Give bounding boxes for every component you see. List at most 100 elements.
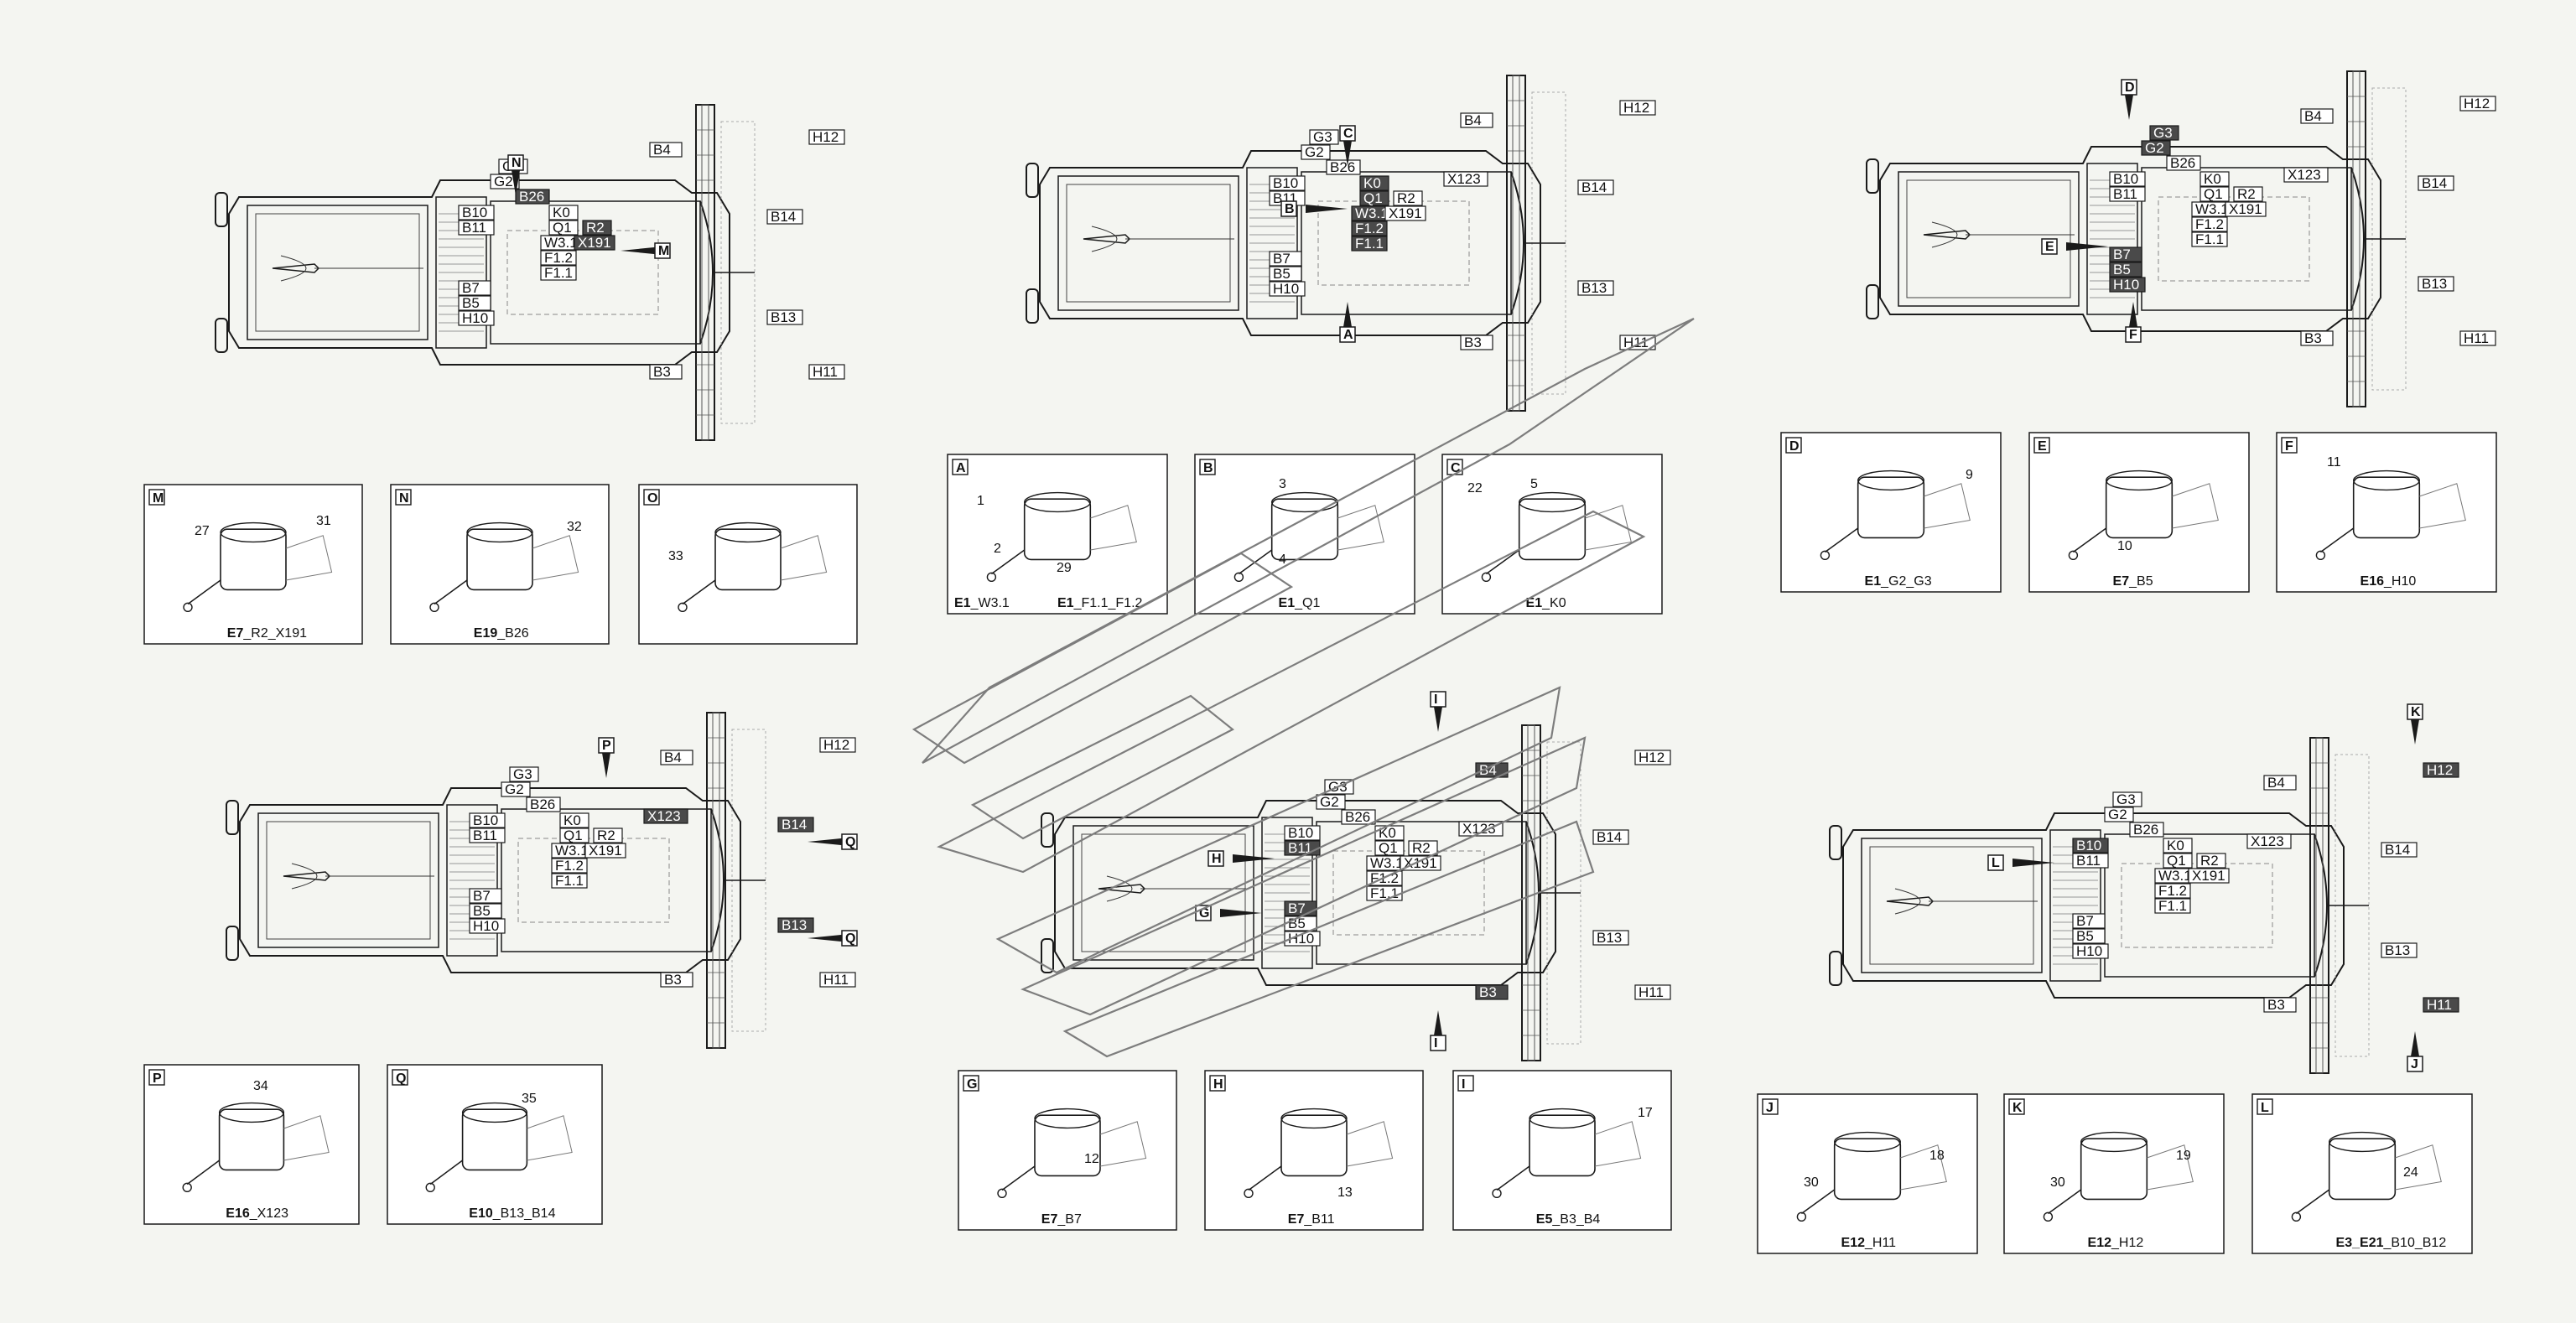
component-label-h12[interactable]: H12 (1619, 100, 1656, 116)
component-label-f1-1[interactable]: F1.1 (1366, 885, 1403, 901)
component-label-x191[interactable]: X191 (2188, 868, 2230, 884)
component-label-g2[interactable]: G2 (490, 174, 520, 189)
component-label-b3[interactable]: B3 (1460, 335, 1493, 350)
component-label-h11[interactable]: H11 (808, 364, 845, 380)
component-label-b26[interactable]: B26 (526, 796, 561, 812)
component-label-f1-1[interactable]: F1.1 (1351, 236, 1388, 252)
component-label-f1-2[interactable]: F1.2 (551, 858, 588, 874)
component-label-h12[interactable]: H12 (1634, 750, 1671, 765)
component-label-x123[interactable]: X123 (643, 808, 688, 824)
callout-h[interactable]: H (1208, 850, 1275, 867)
component-label-b11[interactable]: B11 (2109, 186, 2146, 202)
component-label-b5[interactable]: B5 (2109, 262, 2142, 278)
component-label-b26[interactable]: B26 (1326, 159, 1361, 175)
callout-n[interactable]: N (507, 154, 524, 195)
component-label-b4[interactable]: B4 (2300, 108, 2334, 124)
component-label-f1-1[interactable]: F1.1 (540, 265, 577, 281)
callout-l[interactable]: L (1987, 854, 2054, 871)
component-label-b10[interactable]: B10 (2109, 171, 2146, 187)
component-label-g2[interactable]: G2 (1316, 794, 1346, 810)
component-label-g3[interactable]: G3 (1309, 129, 1339, 145)
component-label-k0[interactable]: K0 (559, 812, 589, 828)
component-label-r2[interactable]: R2 (2196, 853, 2226, 869)
component-label-w3-1[interactable]: W3.1 (2191, 201, 2230, 217)
component-label-x191[interactable]: X191 (584, 843, 626, 859)
component-label-b5[interactable]: B5 (1284, 916, 1317, 931)
component-label-h11[interactable]: H11 (2423, 997, 2459, 1013)
component-label-h10[interactable]: H10 (2109, 277, 2146, 293)
component-label-q1[interactable]: Q1 (1359, 190, 1389, 206)
callout-q[interactable]: Q (808, 833, 858, 850)
component-label-b3[interactable]: B3 (2263, 997, 2297, 1013)
component-label-b13[interactable]: B13 (2418, 276, 2454, 292)
component-label-b14[interactable]: B14 (766, 209, 803, 225)
component-label-b4[interactable]: B4 (1475, 762, 1509, 778)
callout-m[interactable]: M (621, 242, 671, 259)
component-label-b7[interactable]: B7 (458, 280, 491, 296)
component-label-f1-1[interactable]: F1.1 (2191, 231, 2228, 247)
component-label-r2[interactable]: R2 (593, 828, 623, 843)
component-label-h12[interactable]: H12 (2459, 96, 2496, 112)
component-label-k0[interactable]: K0 (2163, 838, 2193, 853)
component-label-x123[interactable]: X123 (1458, 821, 1504, 837)
component-label-h11[interactable]: H11 (2459, 330, 2496, 346)
component-label-b26[interactable]: B26 (2129, 822, 2164, 838)
component-label-h10[interactable]: H10 (2072, 943, 2109, 959)
callout-c[interactable]: C (1339, 125, 1356, 166)
component-label-b4[interactable]: B4 (2263, 775, 2297, 791)
component-label-q1[interactable]: Q1 (559, 828, 589, 843)
component-label-k0[interactable]: K0 (2199, 171, 2230, 187)
component-label-b5[interactable]: B5 (1269, 266, 1302, 282)
component-label-x191[interactable]: X191 (1400, 855, 1441, 871)
component-label-x191[interactable]: X191 (1384, 205, 1426, 221)
callout-f[interactable]: F (2125, 302, 2142, 343)
component-label-b13[interactable]: B13 (777, 917, 814, 933)
component-label-h12[interactable]: H12 (2423, 762, 2459, 778)
component-label-g2[interactable]: G2 (501, 781, 531, 797)
component-label-b7[interactable]: B7 (1269, 251, 1302, 267)
component-label-w3-1[interactable]: W3.1 (1366, 855, 1405, 871)
component-label-g2[interactable]: G2 (2141, 140, 2171, 156)
component-label-g3[interactable]: G3 (509, 766, 539, 782)
component-label-b4[interactable]: B4 (1460, 112, 1493, 128)
component-label-b13[interactable]: B13 (2381, 942, 2418, 958)
component-label-b5[interactable]: B5 (458, 295, 491, 311)
component-label-h10[interactable]: H10 (469, 918, 506, 934)
callout-j[interactable]: J (2407, 1031, 2423, 1072)
component-label-w3-1[interactable]: W3.1 (540, 235, 579, 251)
component-label-f1-1[interactable]: F1.1 (551, 873, 588, 889)
component-label-w3-1[interactable]: W3.1 (551, 843, 589, 859)
callout-k[interactable]: K (2407, 703, 2423, 745)
component-label-h10[interactable]: H10 (1269, 281, 1306, 297)
component-label-b11[interactable]: B11 (1284, 840, 1321, 856)
component-label-x123[interactable]: X123 (1443, 171, 1488, 187)
component-label-w3-1[interactable]: W3.1 (2154, 868, 2193, 884)
component-label-b10[interactable]: B10 (458, 205, 495, 220)
component-label-b14[interactable]: B14 (777, 817, 814, 833)
callout-p[interactable]: P (598, 737, 615, 778)
component-label-r2[interactable]: R2 (1408, 840, 1438, 856)
component-label-b13[interactable]: B13 (1577, 280, 1614, 296)
component-label-b11[interactable]: B11 (458, 220, 495, 236)
component-label-g3[interactable]: G3 (2149, 125, 2179, 141)
component-label-x191[interactable]: X191 (574, 235, 615, 251)
component-label-x123[interactable]: X123 (2246, 833, 2292, 849)
component-label-b10[interactable]: B10 (2072, 838, 2109, 853)
component-label-b3[interactable]: B3 (1475, 984, 1509, 1000)
component-label-b10[interactable]: B10 (1284, 825, 1321, 841)
callout-i[interactable]: I (1430, 691, 1446, 732)
component-label-b3[interactable]: B3 (2300, 330, 2334, 346)
callout-q[interactable]: Q (808, 930, 858, 947)
component-label-b14[interactable]: B14 (1592, 829, 1629, 845)
component-label-b26[interactable]: B26 (515, 189, 550, 205)
component-label-k0[interactable]: K0 (548, 205, 579, 220)
